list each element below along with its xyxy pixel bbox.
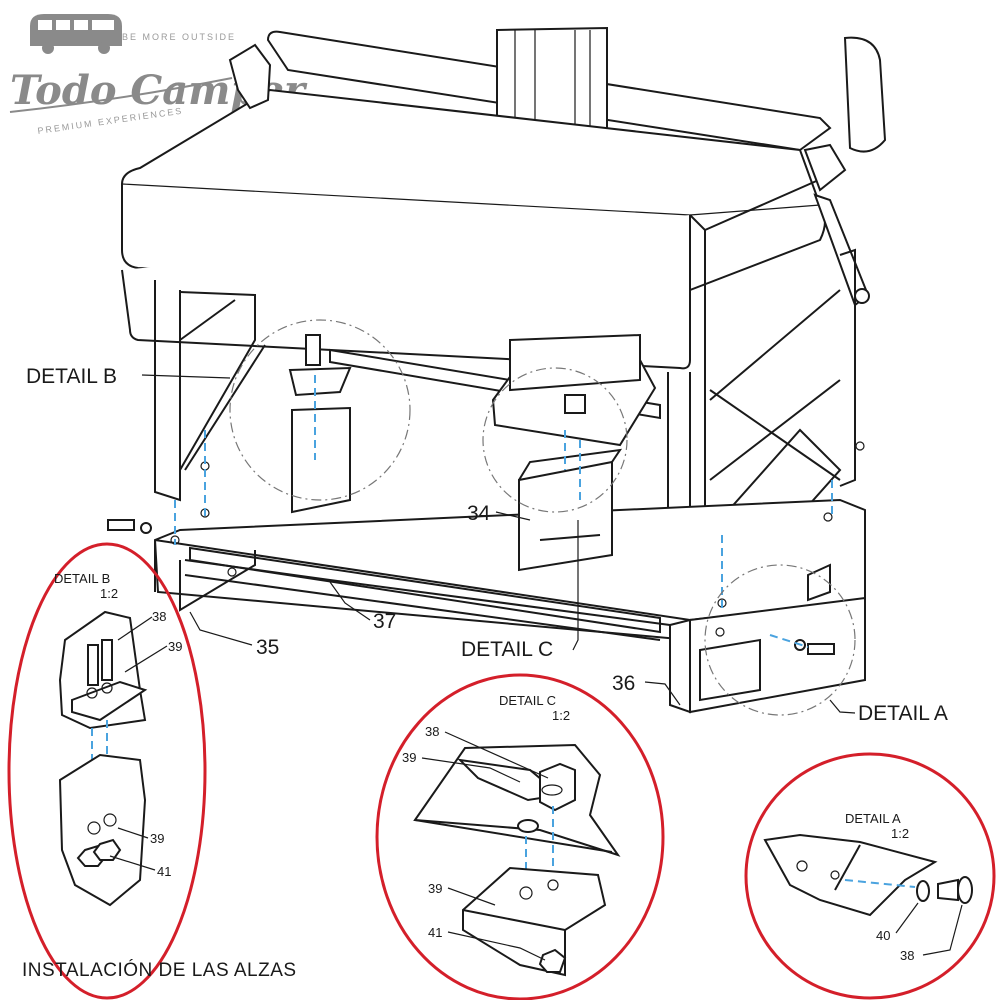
- inset-b-part-38: 38: [152, 609, 166, 624]
- van-icon: [30, 14, 122, 54]
- callout-part-35: 35: [189, 611, 279, 659]
- bolt-icon: [305, 334, 586, 414]
- callout-part-36: 36: [612, 672, 681, 706]
- callout-detail-b: DETAIL B: [26, 365, 231, 388]
- callout-part-34: 34: [467, 502, 531, 525]
- callout-part-37: 37: [329, 581, 396, 633]
- inset-c-title: DETAIL C: [499, 693, 556, 708]
- callout-detail-a: DETAIL A: [829, 699, 948, 725]
- inset-b-scale: 1:2: [100, 586, 118, 601]
- side-bolt-left-icon: [107, 519, 152, 534]
- seat-assembly: [107, 26, 887, 716]
- inset-a-part-38: 38: [900, 948, 914, 963]
- svg-text:DETAIL A: DETAIL A: [858, 702, 948, 725]
- inset-a-scale: 1:2: [891, 826, 909, 841]
- logo-tagline-top: BE MORE OUTSIDE: [122, 32, 236, 42]
- inset-detail-a: DETAIL A 1:2 40 38: [744, 752, 996, 1000]
- inset-b-part-39a: 39: [168, 639, 182, 654]
- inset-c-part-41: 41: [428, 925, 442, 940]
- inset-c-scale: 1:2: [552, 708, 570, 723]
- diagram-caption: INSTALACIÓN DE LAS ALZAS: [22, 959, 297, 981]
- inset-detail-c: DETAIL C 1:2 38 39 39 41: [375, 673, 665, 1000]
- inset-c-part-38: 38: [425, 724, 439, 739]
- svg-text:35: 35: [256, 636, 279, 659]
- svg-text:34: 34: [467, 502, 491, 525]
- inset-c-part-39b: 39: [428, 881, 442, 896]
- svg-text:37: 37: [373, 610, 396, 633]
- inset-b-title: DETAIL B: [54, 571, 110, 586]
- inset-b-part-41: 41: [157, 864, 171, 879]
- inset-b-part-39b: 39: [150, 831, 164, 846]
- inset-c-part-39a: 39: [402, 750, 416, 765]
- callout-detail-c: DETAIL C: [461, 520, 579, 661]
- inset-a-title: DETAIL A: [845, 811, 901, 826]
- svg-text:DETAIL B: DETAIL B: [26, 365, 117, 388]
- svg-text:36: 36: [612, 672, 635, 695]
- inset-a-part-40: 40: [876, 928, 890, 943]
- svg-text:DETAIL C: DETAIL C: [461, 638, 553, 661]
- inset-detail-b: DETAIL B 1:2 38 39 39 41: [7, 542, 207, 1000]
